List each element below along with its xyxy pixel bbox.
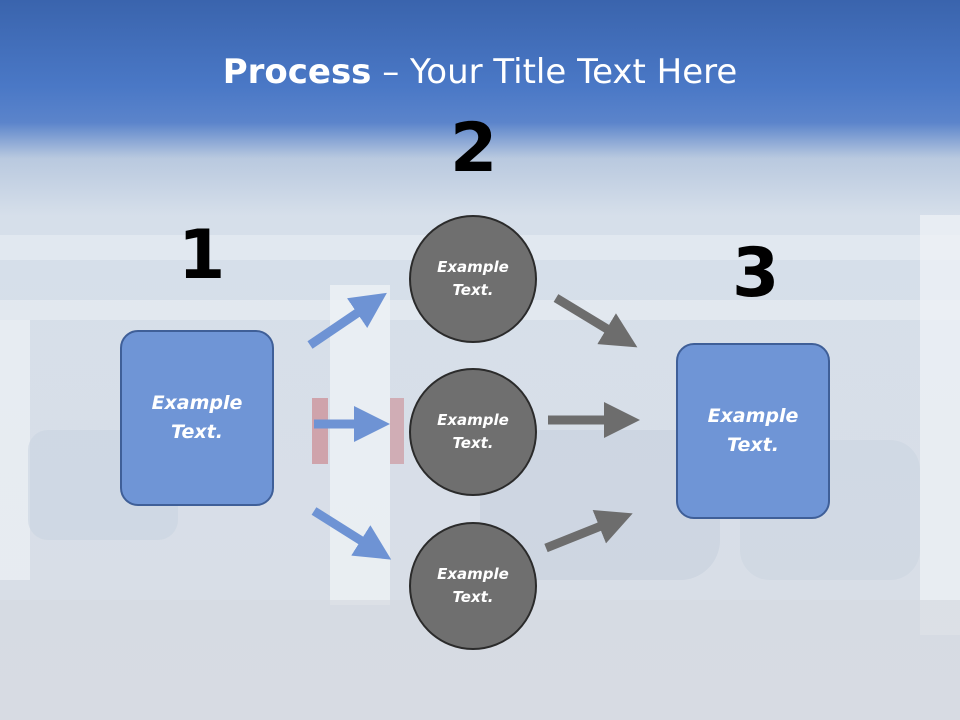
arrow-top-to-right	[553, 294, 638, 348]
arrow-left-to-top	[307, 292, 387, 349]
step-number-3: 3	[732, 234, 780, 313]
circle-bottom: Example Text.	[409, 522, 537, 650]
step-number-1: 1	[178, 216, 226, 295]
arrow-left-to-bottom	[311, 507, 392, 560]
left-step-box: Example Text.	[120, 330, 274, 506]
circle-middle: Example Text.	[409, 368, 537, 496]
circle-top: Example Text.	[409, 215, 537, 343]
right-step-box: Example Text.	[676, 343, 830, 519]
title-bold: Process	[222, 52, 372, 92]
slide-title: Process – Your Title Text Here	[0, 52, 960, 92]
title-rest: – Your Title Text Here	[371, 52, 738, 92]
arrow-bottom-to-right	[544, 509, 633, 553]
step-number-2: 2	[450, 109, 498, 188]
